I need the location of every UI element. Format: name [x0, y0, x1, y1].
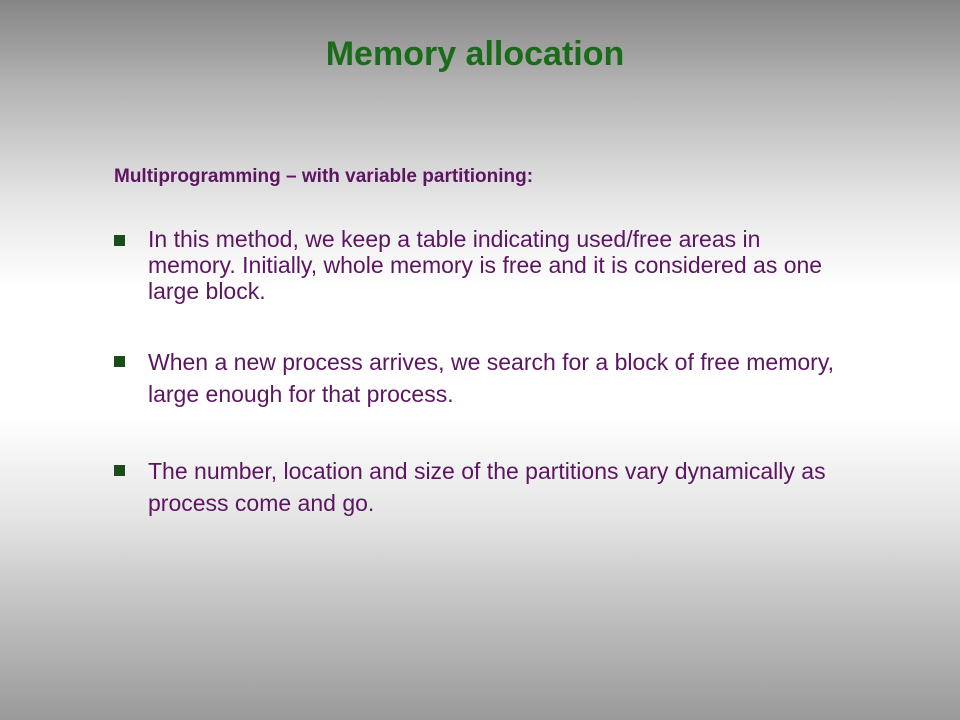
square-bullet-icon — [114, 356, 125, 367]
square-bullet-icon — [114, 235, 125, 246]
bullet-text: In this method, we keep a table indicati… — [148, 226, 823, 304]
square-bullet-icon — [114, 465, 125, 476]
bullet-text: When a new process arrives, we search fo… — [148, 349, 835, 407]
bullet-text: The number, location and size of the par… — [148, 458, 826, 516]
slide-subtitle: Multiprogramming – with variable partiti… — [114, 166, 534, 187]
slide-title: Memory allocation — [325, 35, 625, 73]
